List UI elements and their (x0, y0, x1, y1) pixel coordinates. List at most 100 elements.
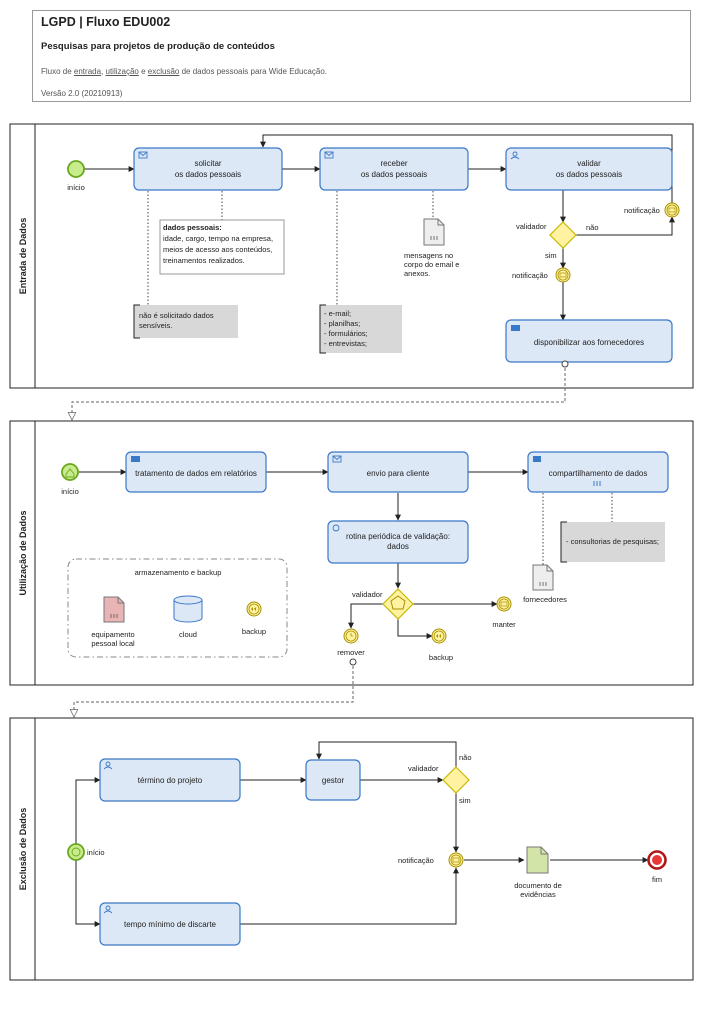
task-label: solicitar (194, 159, 221, 168)
task-gestor[interactable]: gestor (305, 759, 361, 801)
envelope-icon (533, 456, 541, 462)
envelope-icon (332, 455, 342, 463)
data-object-label: documento de (514, 881, 562, 890)
note-consultorias: - consultorias de pesquisas; (560, 521, 665, 563)
task-label: término do projeto (138, 776, 203, 785)
task-label: disponibilizar aos fornecedores (534, 338, 644, 347)
data-object-mensagens[interactable] (423, 218, 445, 246)
message-flow (74, 666, 354, 717)
data-object-evidencias[interactable] (526, 846, 549, 874)
home-icon (65, 468, 75, 478)
start-event-label: início (67, 183, 85, 192)
flow (240, 867, 459, 925)
note-line: não é solicitado dados (139, 311, 214, 320)
task-termino[interactable]: término do projeto (99, 758, 241, 802)
task-label: gestor (322, 776, 345, 785)
start-event[interactable] (61, 463, 79, 481)
notification-event[interactable] (664, 202, 680, 218)
gateway-validador[interactable] (382, 588, 414, 620)
annotation-line: meios de acesso aos conteúdos, (163, 245, 272, 254)
gateway-validador[interactable] (549, 221, 577, 249)
start-event[interactable] (67, 843, 85, 861)
backup-event[interactable] (431, 628, 447, 644)
table-icon (511, 325, 520, 331)
task-solicitar[interactable]: solicitar os dados pessoais (133, 147, 283, 191)
start-event[interactable] (67, 160, 85, 178)
task-label: receber (380, 159, 407, 168)
flow-remover (348, 603, 384, 629)
gateway-label: validador (408, 764, 439, 773)
data-object-label: evidências (520, 890, 556, 899)
clock-icon (350, 633, 353, 637)
lane-entrada-label: Entrada de Dados (18, 218, 28, 295)
annotation-title: dados pessoais: (163, 223, 222, 232)
message-start-dot (349, 658, 357, 666)
task-label: os dados pessoais (556, 170, 622, 179)
start-event-label: início (61, 487, 79, 496)
data-object-label: anexos. (404, 269, 430, 278)
lane-utilizacao-label: Utilização de Dados (18, 510, 28, 595)
task-label: rotina periódica de validação: (346, 532, 450, 541)
envelope-icon-flap (138, 151, 148, 157)
gateway-validador[interactable] (442, 766, 470, 794)
start-event-label: início (87, 848, 105, 857)
database-icon (173, 595, 203, 623)
lane-entrada: Entrada de Dados início solicitar os dad… (9, 123, 694, 420)
message-start-dot (561, 360, 569, 368)
gateway-label: validador (352, 590, 383, 599)
task-label: dados (387, 542, 409, 551)
backup-label: backup (429, 653, 453, 662)
task-compartilhamento[interactable]: compartilhamento de dados (527, 451, 669, 493)
group-title: armazenamento e backup (135, 568, 222, 577)
refresh-icon (332, 524, 340, 532)
task-disponibilizar[interactable]: disponibilizar aos fornecedores (505, 319, 673, 363)
task-tempo-minimo[interactable]: tempo mínimo de discarte (99, 902, 241, 946)
envelope-icon-flap (332, 455, 342, 461)
remover-event[interactable] (343, 628, 359, 644)
group-item-label: pessoal local (91, 639, 135, 648)
notification-event[interactable] (448, 852, 464, 868)
manter-event[interactable] (496, 596, 512, 612)
envelope-icon (559, 272, 567, 278)
envelope-icon (500, 601, 508, 607)
user-icon (105, 905, 111, 911)
task-tratamento[interactable]: tratamento de dados em relatórios (125, 451, 267, 493)
flow (75, 860, 101, 927)
end-event[interactable] (647, 850, 667, 870)
gateway-no-label: não (586, 223, 599, 232)
diagram-description: Fluxo de entrada, utilização e exclusão … (41, 67, 327, 76)
note-line: - entrevistas; (324, 339, 367, 348)
task-receber[interactable]: receber os dados pessoais (319, 147, 469, 191)
backup-icon (246, 601, 262, 617)
flow (75, 777, 101, 844)
flow-backup (397, 618, 433, 639)
data-object-label: fornecedores (523, 595, 567, 604)
task-validar[interactable]: validar os dados pessoais (505, 147, 673, 191)
multi-instance-icon (593, 481, 601, 486)
note-line: - e-mail; (324, 309, 351, 318)
remover-label: remover (337, 648, 365, 657)
task-label: tempo mínimo de discarte (124, 920, 217, 929)
task-label: os dados pessoais (175, 170, 241, 179)
note-line: sensíveis. (139, 321, 172, 330)
data-object-fornecedores[interactable] (532, 564, 554, 591)
data-object-label: corpo do email e (404, 260, 459, 269)
task-label: validar (577, 159, 601, 168)
task-rotina[interactable]: rotina periódica de validação: dados (327, 520, 469, 564)
annotation-line: treinamentos realizados. (163, 256, 245, 265)
note-line: - planilhas; (324, 319, 360, 328)
group-item-label: equipamento (91, 630, 134, 639)
note-canais: - e-mail; - planilhas; - formulários; - … (319, 304, 402, 354)
data-object-label: mensagens no (404, 251, 453, 260)
user-icon-body (103, 910, 113, 914)
data-annotation: dados pessoais: idade, cargo, tempo na e… (159, 219, 285, 275)
group-armazenamento: armazenamento e backup equipamento pesso… (67, 558, 288, 658)
group-item-label: cloud (179, 630, 197, 639)
flow-nao (316, 741, 457, 767)
note-sensiveis: não é solicitado dados sensíveis. (133, 304, 238, 339)
notification-event[interactable] (555, 267, 571, 283)
task-label: compartilhamento de dados (549, 469, 648, 478)
note-line: - consultorias de pesquisas; (566, 537, 659, 546)
clock-icon (71, 847, 81, 857)
task-envio[interactable]: envio para cliente (327, 451, 469, 493)
